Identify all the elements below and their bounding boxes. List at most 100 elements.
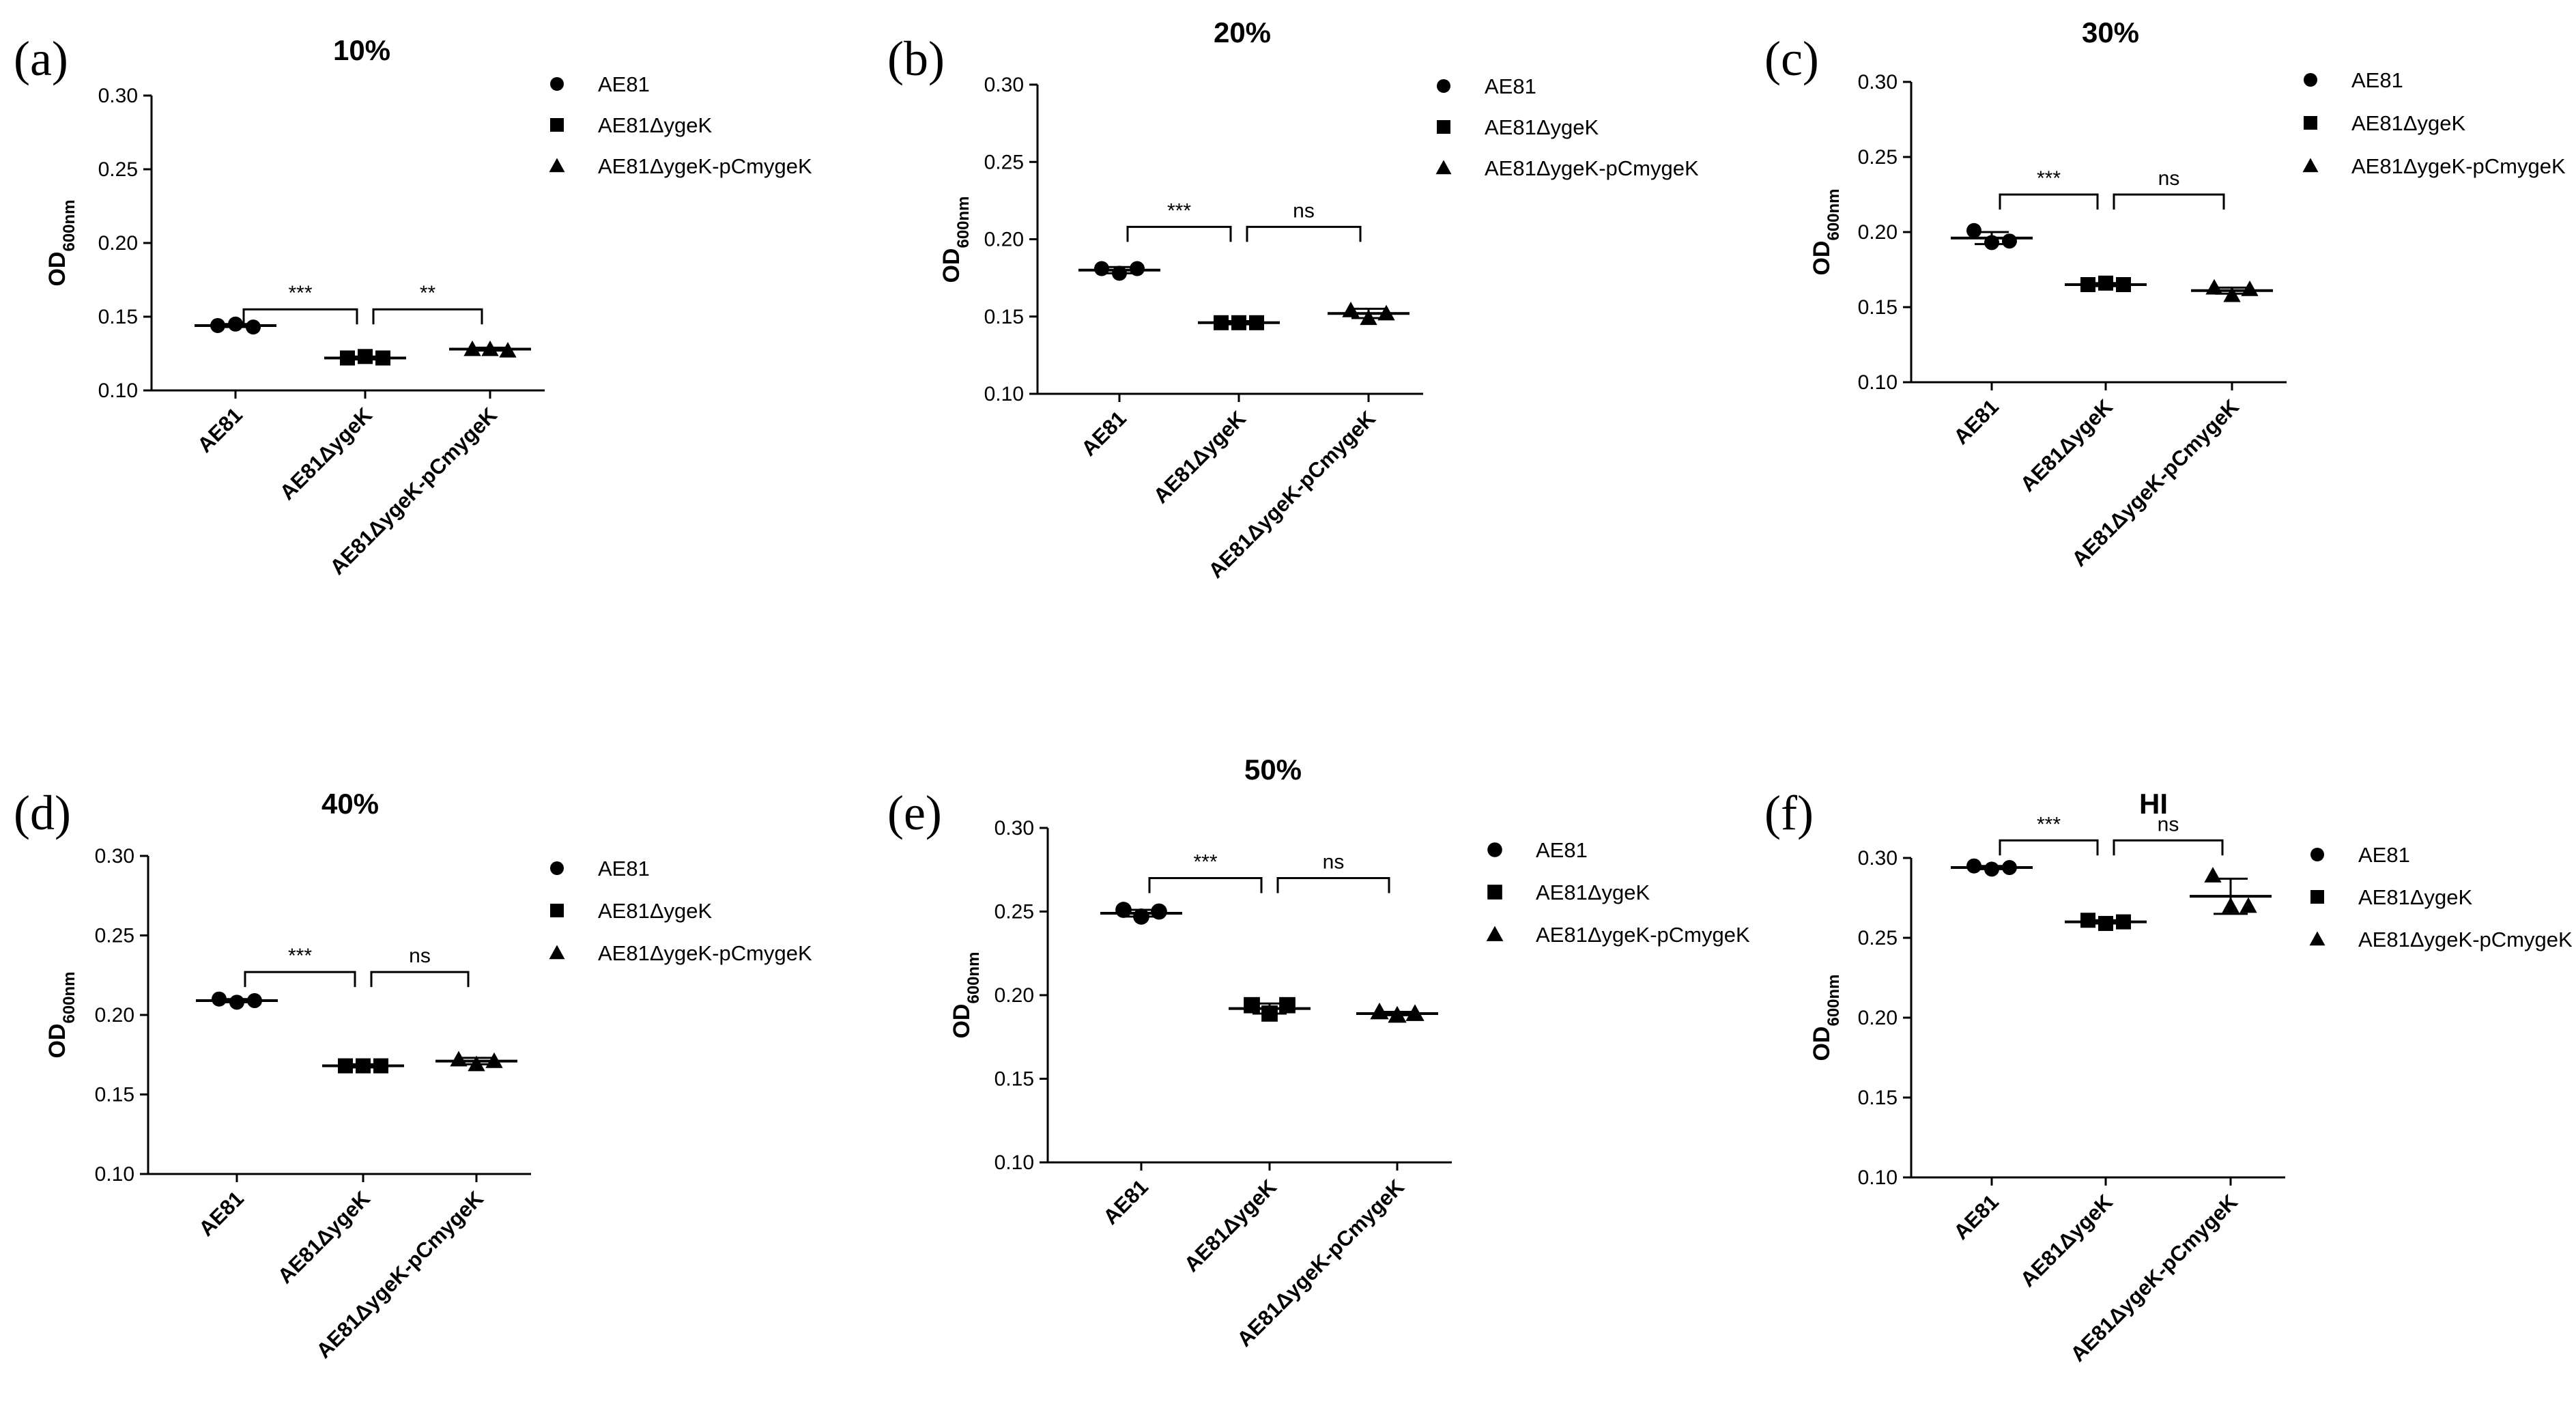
data-point xyxy=(1249,315,1264,330)
data-point xyxy=(450,1050,468,1067)
significance-label: ns xyxy=(2158,813,2179,835)
legend-entry: AE81ΔygeK xyxy=(1536,880,1650,904)
data-point xyxy=(1231,315,1246,330)
significance-bracket xyxy=(1148,877,1263,893)
data-point xyxy=(2116,277,2131,292)
legend-marker xyxy=(1487,842,1502,857)
y-tick-label: 0.15 xyxy=(95,1084,134,1106)
x-tick-label: AE81ΔygeK xyxy=(273,1186,375,1288)
significance-label: *** xyxy=(1193,851,1217,874)
y-tick-label: 0.10 xyxy=(95,1163,134,1186)
data-point xyxy=(1112,266,1127,281)
data-point xyxy=(2239,897,2257,913)
data-point xyxy=(485,1052,503,1068)
panel-letter: (a) xyxy=(14,31,68,86)
data-point xyxy=(210,317,225,333)
legend-marker xyxy=(2309,931,2325,946)
y-axis-label: OD600nm xyxy=(1809,974,1843,1061)
y-tick-label: 0.30 xyxy=(984,74,1024,96)
data-point xyxy=(499,342,517,358)
legend-marker xyxy=(2310,890,2324,904)
y-tick-label: 0.20 xyxy=(95,1004,134,1027)
y-axis-label-main: OD xyxy=(44,1024,70,1059)
legend-marker xyxy=(1437,79,1450,93)
y-tick-label: 0.25 xyxy=(95,925,134,947)
legend-marker xyxy=(550,904,564,917)
significance-label: ns xyxy=(2158,167,2180,190)
data-point xyxy=(2223,286,2241,302)
significance-bracket xyxy=(2113,193,2225,210)
x-tick-label: AE81ΔygeK xyxy=(1149,406,1250,508)
panel-letter: (f) xyxy=(1764,786,1814,840)
legend-marker xyxy=(549,158,565,173)
legend-entry: AE81ΔygeK xyxy=(2351,111,2466,135)
data-point xyxy=(2222,897,2239,913)
data-point xyxy=(468,1055,485,1072)
legend-entry: AE81ΔygeK-pCmygeK xyxy=(2351,154,2566,178)
chart-title: 40% xyxy=(321,788,379,820)
data-point xyxy=(2204,867,2222,883)
data-point xyxy=(2241,280,2259,296)
chart-title: 10% xyxy=(333,34,390,66)
data-point xyxy=(2098,915,2113,931)
data-point xyxy=(228,316,243,332)
data-point xyxy=(375,350,390,366)
y-axis-label: OD600nm xyxy=(949,951,983,1038)
legend-entry: AE81ΔygeK xyxy=(1485,115,1599,139)
y-axis-label-subscript: 600nm xyxy=(60,971,78,1023)
data-point xyxy=(1261,1005,1278,1022)
x-tick-label: AE81 xyxy=(194,1186,248,1241)
data-point xyxy=(1388,1005,1407,1023)
legend-marker xyxy=(550,118,564,132)
significance-bracket xyxy=(372,308,483,325)
legend-entry: AE81ΔygeK xyxy=(2358,885,2473,909)
data-point xyxy=(1377,304,1395,321)
data-point xyxy=(1244,997,1260,1014)
chart-title: 50% xyxy=(1244,754,1302,786)
data-point xyxy=(2116,914,2131,930)
legend-entry: AE81ΔygeK xyxy=(598,899,713,923)
y-tick-label: 0.15 xyxy=(1858,296,1898,319)
data-point xyxy=(340,350,355,366)
y-tick-label: 0.30 xyxy=(1858,71,1898,94)
data-point xyxy=(1984,235,1999,250)
y-tick-label: 0.25 xyxy=(994,901,1034,923)
x-tick-label: AE81ΔygeK xyxy=(1179,1175,1281,1276)
data-point xyxy=(246,319,261,335)
y-tick-label: 0.20 xyxy=(98,232,138,255)
y-axis-label-main: OD xyxy=(939,248,964,283)
y-axis-label: OD600nm xyxy=(939,196,973,283)
y-tick-label: 0.20 xyxy=(1858,1007,1898,1029)
y-axis-label-subscript: 600nm xyxy=(1824,974,1843,1026)
y-tick-label: 0.20 xyxy=(994,984,1034,1007)
legend-marker xyxy=(550,861,564,875)
significance-bracket xyxy=(1999,839,2099,856)
legend-entry: AE81 xyxy=(2351,68,2403,92)
y-tick-label: 0.15 xyxy=(984,306,1024,328)
data-point xyxy=(356,1058,371,1074)
data-point xyxy=(1370,1002,1389,1020)
data-point xyxy=(2080,913,2095,928)
panel-letter: (b) xyxy=(887,31,945,86)
y-tick-label: 0.15 xyxy=(994,1068,1034,1091)
significance-bracket xyxy=(1126,225,1232,242)
y-tick-label: 0.15 xyxy=(1858,1087,1898,1109)
x-tick-label: AE81ΔygeK xyxy=(2016,395,2117,496)
data-point xyxy=(1360,309,1377,326)
data-point xyxy=(1984,861,1999,877)
significance-label: ** xyxy=(420,282,436,304)
chart-title: 30% xyxy=(2082,16,2139,48)
y-tick-label: 0.30 xyxy=(1858,847,1898,870)
y-tick-label: 0.25 xyxy=(98,158,138,181)
y-tick-label: 0.25 xyxy=(984,151,1024,173)
y-tick-label: 0.10 xyxy=(98,379,138,402)
data-point xyxy=(212,991,227,1007)
y-tick-label: 0.10 xyxy=(1858,371,1898,394)
data-point xyxy=(1966,223,1981,238)
significance-label: ns xyxy=(1323,851,1345,874)
x-tick-label: AE81ΔygeK xyxy=(2016,1190,2117,1291)
data-point xyxy=(1130,261,1145,276)
